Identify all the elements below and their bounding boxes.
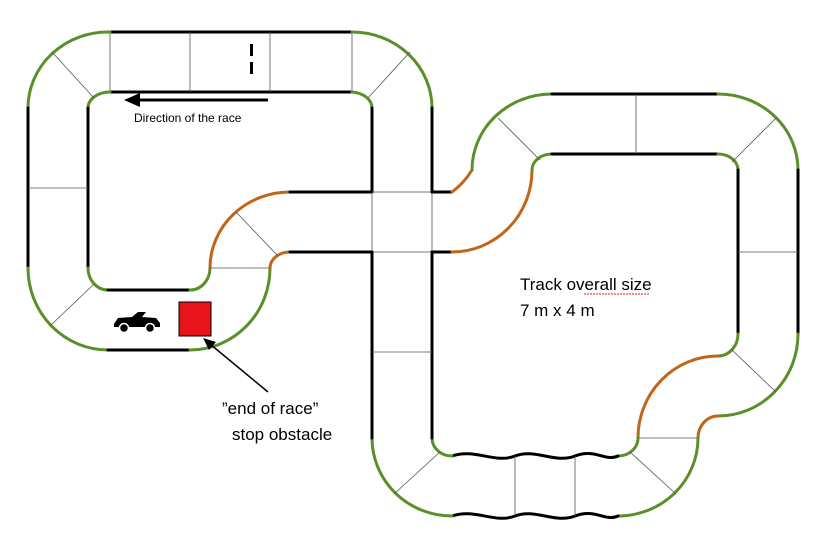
end-of-race-label-line1: ”end of race” xyxy=(222,399,319,418)
track-size-label-line2: 7 m x 4 m xyxy=(520,301,595,320)
direction-label: Direction of the race xyxy=(134,111,242,125)
track-size-label-line1: Track overall size xyxy=(520,275,652,294)
right-loop xyxy=(370,92,800,520)
left-loop xyxy=(26,30,434,352)
car-icon xyxy=(114,312,160,334)
direction-arrow-icon xyxy=(124,93,268,107)
obstacle-pointer-arrow xyxy=(203,338,269,393)
left-top-straights xyxy=(108,30,354,94)
stop-obstacle-icon xyxy=(178,301,212,337)
end-of-race-label-line2: stop obstacle xyxy=(232,425,332,444)
crossing xyxy=(371,190,454,254)
